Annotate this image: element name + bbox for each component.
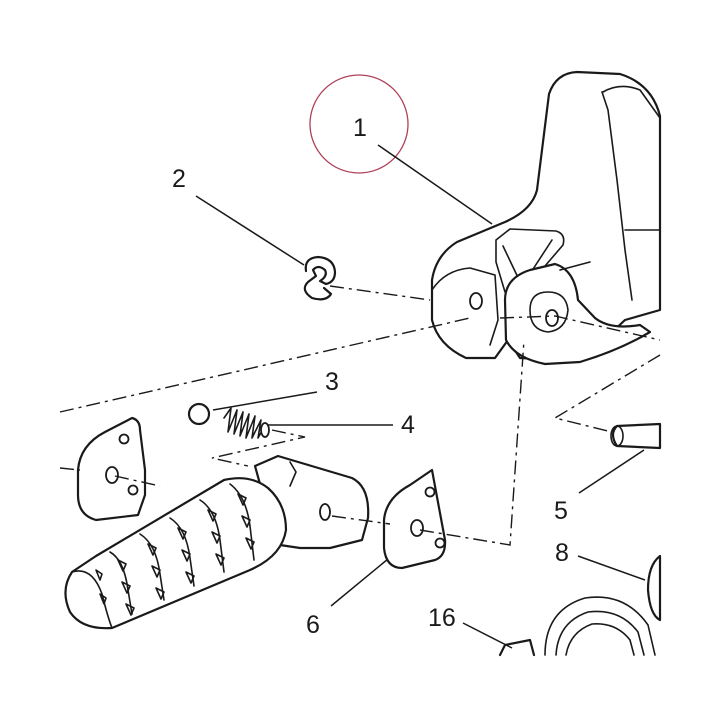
- assembly-centerlines: [59, 285, 661, 546]
- callout-6: 6: [306, 611, 320, 639]
- lower-component: [646, 554, 662, 622]
- callout-16: 16: [428, 604, 456, 632]
- callout-labels: 1 2 3 4 5 6 8 16: [172, 114, 569, 639]
- callout-3: 3: [325, 368, 339, 396]
- spring-icon: [223, 407, 270, 439]
- callout-8: 8: [555, 539, 569, 567]
- right-pivot-plate: [382, 468, 447, 570]
- pin-icon: [610, 422, 662, 450]
- left-pivot-plate: [76, 416, 147, 522]
- callout-5: 5: [554, 497, 568, 525]
- callout-2: 2: [172, 165, 186, 193]
- hanger-bracket: [430, 70, 662, 366]
- leader-lines: [195, 144, 646, 649]
- callout-1-highlight-circle: [309, 74, 409, 174]
- ball-icon: [187, 402, 211, 426]
- lower-ring-assembly: [498, 596, 656, 657]
- footpeg: [64, 454, 370, 630]
- callout-1: 1: [353, 114, 367, 142]
- callout-4: 4: [401, 411, 415, 439]
- circlip-icon: [303, 255, 337, 301]
